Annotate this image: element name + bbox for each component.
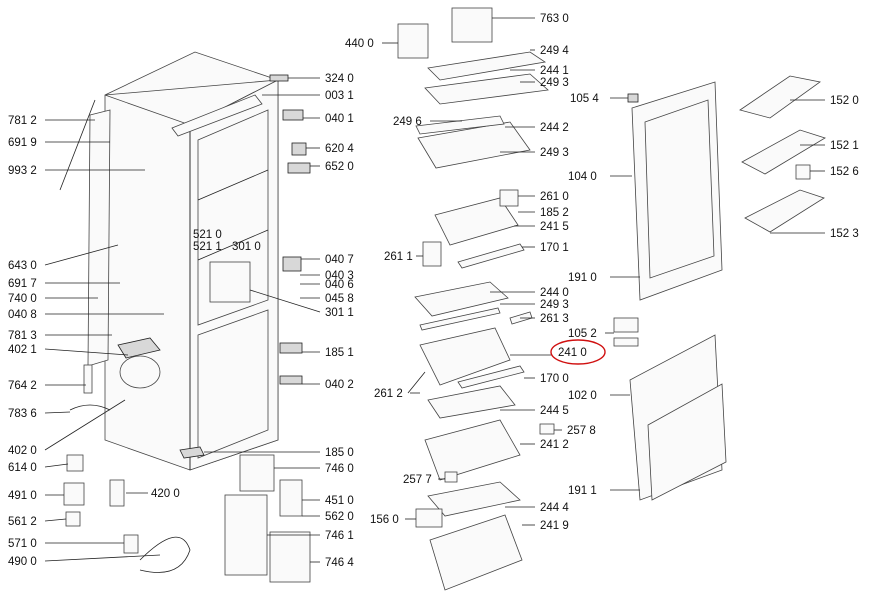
callout-521-0: 521 0 bbox=[193, 229, 222, 241]
callout-244-5: 244 5 bbox=[540, 405, 569, 417]
callout-045-8: 045 8 bbox=[325, 293, 354, 305]
callout-244-4: 244 4 bbox=[540, 502, 569, 514]
callout-993-2: 993 2 bbox=[8, 165, 37, 177]
callout-781-2: 781 2 bbox=[8, 115, 37, 127]
callout-105-4: 105 4 bbox=[570, 93, 599, 105]
callout-003-1: 003 1 bbox=[325, 90, 354, 102]
callout-170-0: 170 0 bbox=[540, 373, 569, 385]
callout-185-0: 185 0 bbox=[325, 447, 354, 459]
leader-lines bbox=[44, 17, 825, 563]
callout-241-5: 241 5 bbox=[540, 221, 569, 233]
callout-185-1: 185 1 bbox=[325, 347, 354, 359]
callout-244-0: 244 0 bbox=[540, 287, 569, 299]
callout-185-2: 185 2 bbox=[540, 207, 569, 219]
callout-261-1: 261 1 bbox=[384, 251, 413, 263]
callout-571-0: 571 0 bbox=[8, 538, 37, 550]
callout-691-9: 691 9 bbox=[8, 137, 37, 149]
callout-746-4: 746 4 bbox=[325, 557, 354, 569]
callout-451-0: 451 0 bbox=[325, 495, 354, 507]
callout-261-3: 261 3 bbox=[540, 313, 569, 325]
callout-324-0: 324 0 bbox=[325, 73, 354, 85]
callout-104-0: 104 0 bbox=[568, 171, 597, 183]
callout-562-0: 562 0 bbox=[325, 511, 354, 523]
callout-191-0: 191 0 bbox=[568, 272, 597, 284]
callout-521-1: 521 1 bbox=[193, 241, 222, 253]
callout-257-7: 257 7 bbox=[403, 474, 432, 486]
callout-152-1: 152 1 bbox=[830, 140, 859, 152]
callout-420-0: 420 0 bbox=[151, 488, 180, 500]
callout-249-3-a: 249 3 bbox=[540, 77, 569, 89]
callout-191-1: 191 1 bbox=[568, 485, 597, 497]
callout-249-6: 249 6 bbox=[393, 116, 422, 128]
callout-170-1: 170 1 bbox=[540, 242, 569, 254]
callout-156-0: 156 0 bbox=[370, 514, 399, 526]
callout-652-0: 652 0 bbox=[325, 161, 354, 173]
callout-763-0: 763 0 bbox=[540, 13, 569, 25]
callout-440-0: 440 0 bbox=[345, 38, 374, 50]
callout-244-1: 244 1 bbox=[540, 65, 569, 77]
callout-261-2: 261 2 bbox=[374, 388, 403, 400]
callout-152-0: 152 0 bbox=[830, 95, 859, 107]
callout-040-3: 040 3 bbox=[325, 270, 354, 282]
callout-746-0: 746 0 bbox=[325, 463, 354, 475]
callout-040-6: 040 6 bbox=[325, 279, 354, 291]
callout-491-0: 491 0 bbox=[8, 490, 37, 502]
callout-249-4: 249 4 bbox=[540, 45, 569, 57]
highlight-ring bbox=[550, 339, 606, 365]
callout-781-3: 781 3 bbox=[8, 330, 37, 342]
callout-241-0: 241 0 bbox=[558, 347, 587, 359]
callout-244-2: 244 2 bbox=[540, 122, 569, 134]
callout-746-1: 746 1 bbox=[325, 530, 354, 542]
callout-249-3-c: 249 3 bbox=[540, 299, 569, 311]
callout-301-1: 301 1 bbox=[325, 307, 354, 319]
callout-040-8: 040 8 bbox=[8, 309, 37, 321]
callout-561-2: 561 2 bbox=[8, 516, 37, 528]
callout-764-2: 764 2 bbox=[8, 380, 37, 392]
callout-105-2: 105 2 bbox=[568, 328, 597, 340]
callout-402-0: 402 0 bbox=[8, 445, 37, 457]
callout-249-3-b: 249 3 bbox=[540, 147, 569, 159]
callout-740-0: 740 0 bbox=[8, 293, 37, 305]
callout-040-1: 040 1 bbox=[325, 113, 354, 125]
door-parts-drawing bbox=[629, 75, 826, 501]
callout-040-2: 040 2 bbox=[325, 379, 354, 391]
callout-643-0: 643 0 bbox=[8, 260, 37, 272]
callout-152-6: 152 6 bbox=[830, 166, 859, 178]
callout-490-0: 490 0 bbox=[8, 556, 37, 568]
callout-620-4: 620 4 bbox=[325, 143, 354, 155]
interior-parts-drawing bbox=[397, 7, 639, 591]
callout-402-1: 402 1 bbox=[8, 344, 37, 356]
callout-152-3: 152 3 bbox=[830, 228, 859, 240]
callout-241-9: 241 9 bbox=[540, 520, 569, 532]
callout-261-0: 261 0 bbox=[540, 191, 569, 203]
callout-241-2: 241 2 bbox=[540, 439, 569, 451]
callout-301-0: 301 0 bbox=[232, 241, 261, 253]
callout-040-7: 040 7 bbox=[325, 254, 354, 266]
callout-614-0: 614 0 bbox=[8, 462, 37, 474]
callout-691-7: 691 7 bbox=[8, 278, 37, 290]
callout-783-6: 783 6 bbox=[8, 408, 37, 420]
callout-102-0: 102 0 bbox=[568, 390, 597, 402]
cabinet-drawing bbox=[59, 51, 311, 583]
callout-257-8: 257 8 bbox=[567, 425, 596, 437]
